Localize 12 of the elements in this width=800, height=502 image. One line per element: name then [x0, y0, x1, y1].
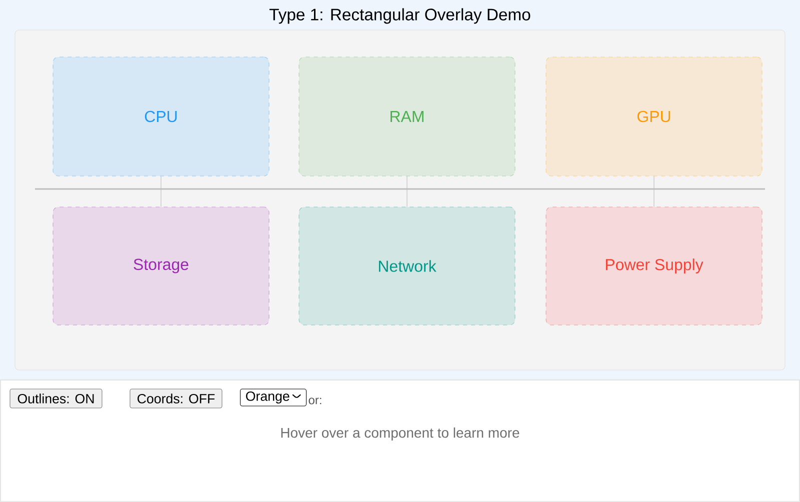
component-box: GPU [546, 56, 762, 176]
toggle-button: Coords: OFF [130, 388, 222, 408]
component-box: Power Supply [546, 206, 762, 326]
component-box: RAM [298, 56, 516, 176]
hint-text: Hover over a component to learn more [281, 427, 520, 441]
component-box: CPU [52, 56, 270, 176]
color-select: Orange [240, 388, 307, 406]
toggle-button: Outlines: ON [10, 388, 102, 408]
select-caption: or: [308, 398, 322, 404]
component-box: Storage [52, 206, 270, 326]
component-box: Network [298, 206, 516, 326]
title: Type 1: Rectangular Overlay Demo [269, 8, 530, 24]
